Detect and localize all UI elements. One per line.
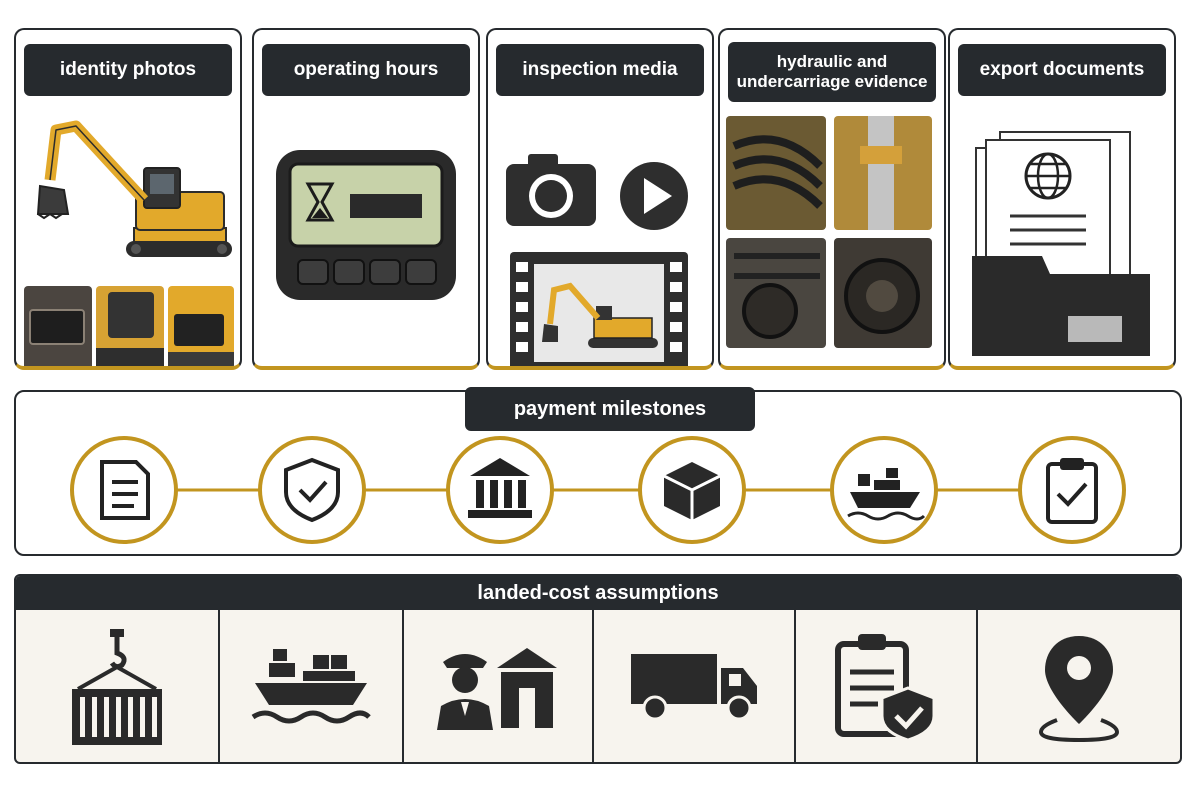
card-identity-photos: identity photos <box>14 28 242 370</box>
card-inspection-media: inspection media <box>486 28 714 370</box>
cargo-ship-icon <box>830 436 938 544</box>
card-title: operating hours <box>262 44 470 96</box>
card-hydraulic-undercarriage-evidence: hydraulic and undercarriage evidence <box>718 28 946 370</box>
insurance-clipboard-icon <box>835 634 936 742</box>
landed-title: landed-cost assumptions <box>16 576 1180 610</box>
landed-cell-destination <box>978 610 1180 762</box>
landed-cell-crane <box>16 610 220 762</box>
location-pin-icon <box>1038 636 1120 742</box>
customs-officer-icon <box>437 648 557 730</box>
landed-cell-insurance <box>796 610 978 762</box>
camera-video-icon <box>506 154 688 366</box>
shield-check-icon <box>258 436 366 544</box>
clipboard-check-icon <box>1018 436 1126 544</box>
card-export-documents: export documents <box>948 28 1176 370</box>
card-title: export documents <box>958 44 1166 96</box>
document-folder-icon <box>972 131 1150 356</box>
card-operating-hours: operating hours <box>252 28 480 370</box>
excavator-photo-icon <box>24 120 234 366</box>
package-icon <box>638 436 746 544</box>
document-icon <box>70 436 178 544</box>
card-title: hydraulic and undercarriage evidence <box>728 42 936 102</box>
landed-cell-customs <box>404 610 594 762</box>
landed-cell-ship <box>220 610 404 762</box>
landed-cell-truck <box>594 610 796 762</box>
card-title: identity photos <box>24 44 232 96</box>
milestone-timeline <box>70 436 1126 544</box>
payment-milestones-panel: payment milestones <box>14 387 1182 556</box>
landed-cost-panel: landed-cost assumptions <box>14 574 1182 764</box>
payment-title: payment milestones <box>465 387 755 431</box>
crane-container-icon <box>72 629 162 745</box>
card-title: inspection media <box>496 44 704 96</box>
bank-icon <box>446 436 554 544</box>
hydraulic-parts-photo-icon <box>726 116 932 348</box>
hour-meter-icon <box>276 150 456 300</box>
delivery-truck-icon <box>631 654 757 721</box>
cargo-ship-icon <box>251 649 371 724</box>
